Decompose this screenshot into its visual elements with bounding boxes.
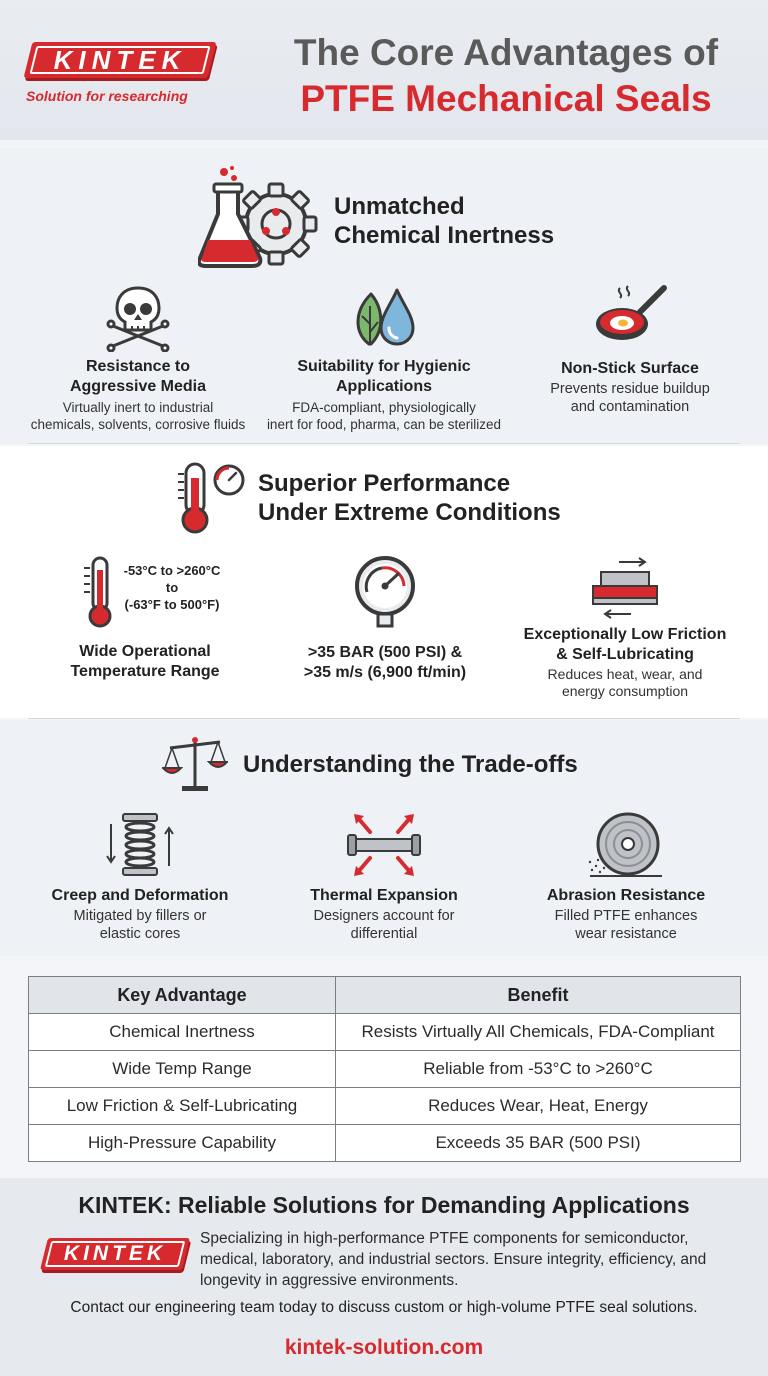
skull-crossbones-icon xyxy=(106,286,170,352)
thermometer-icon xyxy=(84,556,112,628)
logo-text: KINTEK xyxy=(53,45,187,75)
item-non-stick-surface: Non-Stick Surface Prevents residue build… xyxy=(510,282,750,416)
item-pressure-speed: >35 BAR (500 PSI) & >35 m/s (6,900 ft/mi… xyxy=(270,556,500,683)
table-header: Benefit xyxy=(335,976,741,1014)
item-abrasion-resistance: Abrasion Resistance Filled PTFE enhances… xyxy=(506,810,746,943)
table-cell: Reduces Wear, Heat, Energy xyxy=(335,1087,741,1125)
leaf-droplet-icon xyxy=(356,288,415,346)
table-row: Wide Temp Range Reliable from -53°C to >… xyxy=(28,1050,741,1088)
page-title-line1: The Core Advantages of xyxy=(293,32,719,73)
table-cell: High-Pressure Capability xyxy=(28,1124,336,1162)
pressure-gauge-icon xyxy=(355,556,415,628)
logo-tagline: Solution for researching xyxy=(26,88,188,104)
table-header-row: Key Advantage Benefit xyxy=(28,976,741,1014)
summary-table: Key Advantage Benefit Chemical Inertness… xyxy=(28,976,741,1162)
table-cell: Low Friction & Self-Lubricating xyxy=(28,1087,336,1125)
footer-contact-text: Contact our engineering team today to di… xyxy=(70,1299,698,1316)
item-creep-deformation: Creep and Deformation Mitigated by fille… xyxy=(20,810,260,943)
frying-pan-icon xyxy=(596,285,667,340)
divider xyxy=(28,718,740,719)
footer-description: Specializing in high-performance PTFE co… xyxy=(200,1230,707,1289)
table-cell: Reliable from -53°C to >260°C xyxy=(335,1050,741,1088)
section-extreme-conditions: Superior Performance Under Extreme Condi… xyxy=(0,446,768,718)
section-title: Unmatched Chemical Inertness xyxy=(334,193,555,249)
table-cell: Chemical Inertness xyxy=(28,1013,336,1051)
section-title: Superior Performance Under Extreme Condi… xyxy=(258,470,561,526)
table-row: Low Friction & Self-Lubricating Reduces … xyxy=(28,1087,741,1125)
section-chemical-inertness: Unmatched Chemical Inertness Resistance … xyxy=(0,148,768,444)
section-title: Understanding the Trade-offs xyxy=(243,751,578,778)
footer-kintek-logo[interactable]: KINTEK xyxy=(40,1238,190,1272)
kintek-logo[interactable]: KINTEK Solution for researching xyxy=(22,40,222,104)
header: KINTEK Solution for researching The Core… xyxy=(0,0,768,140)
compressed-spring-icon xyxy=(106,813,174,876)
website-link[interactable]: kintek-solution.com xyxy=(284,1336,484,1359)
divider xyxy=(28,443,740,444)
page-title-line2: PTFE Mechanical Seals xyxy=(300,78,712,119)
section-trade-offs: Understanding the Trade-offs Creep and D… xyxy=(0,720,768,956)
expanding-pipe-icon xyxy=(347,814,421,876)
item-thermal-expansion: Thermal Expansion Designers account for … xyxy=(264,810,504,943)
table-row: High-Pressure Capability Exceeds 35 BAR … xyxy=(28,1124,741,1162)
item-low-friction: Exceptionally Low Friction & Self-Lubric… xyxy=(510,556,740,700)
footer-title: KINTEK: Reliable Solutions for Demanding… xyxy=(78,1192,690,1218)
item-hygienic-applications: Suitability for Hygienic Applications FD… xyxy=(264,282,504,433)
footer-logo-text: KINTEK xyxy=(63,1242,167,1265)
table-cell: Wide Temp Range xyxy=(28,1050,336,1088)
table-row: Chemical Inertness Resists Virtually All… xyxy=(28,1013,741,1051)
sliding-block-icon xyxy=(592,557,658,619)
abrasion-wheel-icon xyxy=(588,812,662,877)
table-cell: Resists Virtually All Chemicals, FDA-Com… xyxy=(335,1013,741,1051)
table-cell: Exceeds 35 BAR (500 PSI) xyxy=(335,1124,741,1162)
flask-gear-icon xyxy=(198,166,318,268)
logo-badge: KINTEK xyxy=(22,40,217,82)
item-aggressive-media: Resistance to Aggressive Media Virtually… xyxy=(18,282,258,433)
footer: KINTEK: Reliable Solutions for Demanding… xyxy=(0,1178,768,1376)
balance-scale-icon xyxy=(162,737,228,791)
temperature-range-label: -53°C to >260°C to (-63°F to 500°F) xyxy=(123,563,221,612)
thermometer-gauge-icon xyxy=(178,462,245,534)
table-header: Key Advantage xyxy=(28,976,336,1014)
